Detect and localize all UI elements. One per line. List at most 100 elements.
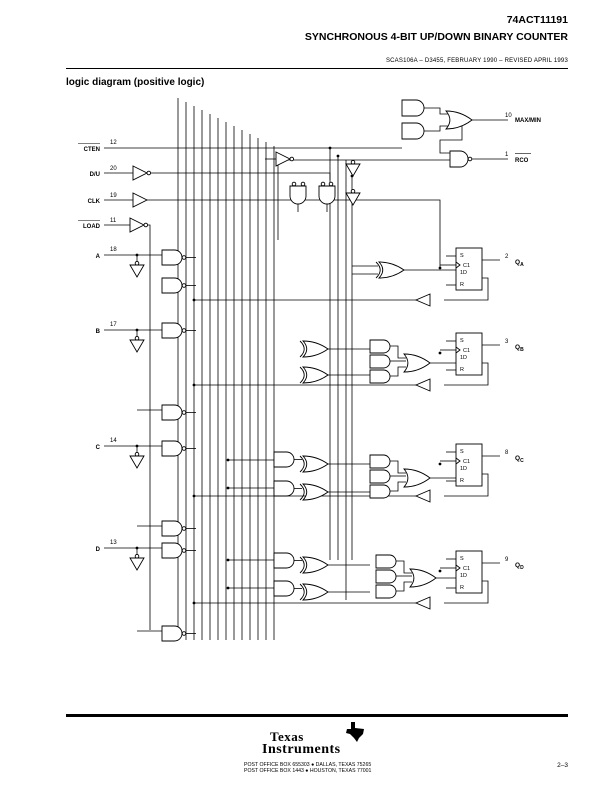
and-gate xyxy=(369,369,391,384)
input-label-a: A xyxy=(96,254,101,260)
or-gate xyxy=(403,353,431,373)
output-label-max-min: MAX/MIN xyxy=(515,118,541,124)
nand-gate xyxy=(161,625,183,642)
junction-dot xyxy=(135,253,139,257)
inversion-bubble xyxy=(300,181,306,187)
buffer xyxy=(414,489,431,503)
pin-number: 2 xyxy=(505,254,509,260)
nand-gate xyxy=(161,440,183,457)
clock-triangle xyxy=(455,346,461,354)
and-gate xyxy=(289,185,307,205)
clock-triangle xyxy=(455,564,461,572)
junction-dot xyxy=(192,601,196,605)
header-rule xyxy=(66,68,568,69)
junction-dot xyxy=(226,558,230,562)
xor-input-curve xyxy=(299,483,305,501)
junction-dot xyxy=(438,351,442,355)
xor-gate xyxy=(301,340,329,358)
input-label-cten: CTEN xyxy=(84,147,100,153)
address-line-1: POST OFFICE BOX 655303 ● DALLAS, TEXAS 7… xyxy=(244,762,372,768)
nand-gate xyxy=(161,542,183,559)
part-number: 74ACT11191 xyxy=(506,14,568,26)
wire xyxy=(396,581,412,592)
pin-number: 11 xyxy=(110,218,117,224)
xor-gate xyxy=(301,366,329,384)
inversion-bubble xyxy=(181,526,187,531)
texas-state-icon xyxy=(346,722,364,742)
pin-number: 3 xyxy=(505,339,509,345)
and-gate xyxy=(273,480,295,497)
inversion-bubble xyxy=(320,181,326,187)
nand-gate xyxy=(449,150,469,168)
flipflop-label: S xyxy=(460,449,464,455)
and-gate xyxy=(375,554,397,569)
pin-number: 10 xyxy=(505,113,512,119)
xor-gate xyxy=(301,483,329,501)
input-label-load: LOAD xyxy=(83,224,101,230)
and-gate xyxy=(375,569,397,584)
junction-dot xyxy=(135,546,139,550)
inversion-bubble xyxy=(181,255,187,260)
inversion-bubble xyxy=(289,156,295,162)
flipflop-label: R xyxy=(460,585,464,591)
input-label-clk: CLK xyxy=(88,199,101,205)
flipflop-label: C1 xyxy=(463,348,470,354)
inversion-bubble xyxy=(143,222,149,228)
and-gate xyxy=(273,451,295,468)
section-title: logic diagram (positive logic) xyxy=(66,77,205,88)
flipflop-label: S xyxy=(460,556,464,562)
xor-gate xyxy=(301,455,329,473)
flipflop-label: 1D xyxy=(460,270,467,276)
nand-gate xyxy=(161,322,183,339)
inversion-bubble xyxy=(134,451,140,457)
and-gate xyxy=(369,339,391,354)
wire xyxy=(424,125,448,132)
xor-input-curve xyxy=(375,261,381,279)
inversion-bubble xyxy=(328,181,334,187)
input-label-c: C xyxy=(96,445,101,451)
junction-dot xyxy=(438,569,442,573)
buffer xyxy=(129,455,145,469)
and-gate xyxy=(401,99,425,117)
flipflop-label: R xyxy=(460,282,464,288)
and-gate xyxy=(369,454,391,469)
flipflop-label: C1 xyxy=(463,459,470,465)
pin-number: 14 xyxy=(110,438,117,444)
flipflop-label: 1D xyxy=(460,573,467,579)
ti-logo-text-1: Texas xyxy=(270,729,304,744)
flipflop-label: S xyxy=(460,253,464,259)
address-line-2: POST OFFICE BOX 1443 ● HOUSTON, TEXAS 77… xyxy=(244,768,372,774)
nand-gate xyxy=(161,249,183,266)
buffer xyxy=(132,165,149,181)
input-label-b: B xyxy=(96,329,101,335)
output-label-qb: QB xyxy=(515,344,524,353)
flip-flop-qb xyxy=(455,332,483,376)
buffer xyxy=(414,378,431,392)
document-info: SCAS106A – D3455, FEBRUARY 1990 – REVISE… xyxy=(385,58,568,64)
inversion-bubble xyxy=(181,446,187,451)
nand-gate xyxy=(161,404,183,421)
nand-gate xyxy=(161,520,183,537)
wire xyxy=(390,481,406,492)
wire xyxy=(444,580,489,604)
flipflop-label: S xyxy=(460,338,464,344)
inversion-bubble xyxy=(134,553,140,559)
input-label-d: D xyxy=(96,547,101,553)
and-gate xyxy=(401,122,425,140)
wire xyxy=(390,345,406,359)
junction-dot xyxy=(226,586,230,590)
inversion-bubble xyxy=(350,159,356,165)
footer-rule xyxy=(66,714,568,717)
and-gate xyxy=(375,584,397,599)
output-label-qa: QA xyxy=(515,259,524,268)
inversion-bubble xyxy=(181,283,187,288)
xor-gate xyxy=(377,261,405,279)
flip-flop-qd xyxy=(455,550,483,594)
buffer xyxy=(129,264,145,278)
buffer xyxy=(129,217,146,233)
pin-number: 1 xyxy=(505,152,509,158)
inversion-bubble xyxy=(134,335,140,341)
inversion-bubble xyxy=(181,548,187,553)
or-gate xyxy=(403,468,431,488)
junction-dot xyxy=(438,462,442,466)
